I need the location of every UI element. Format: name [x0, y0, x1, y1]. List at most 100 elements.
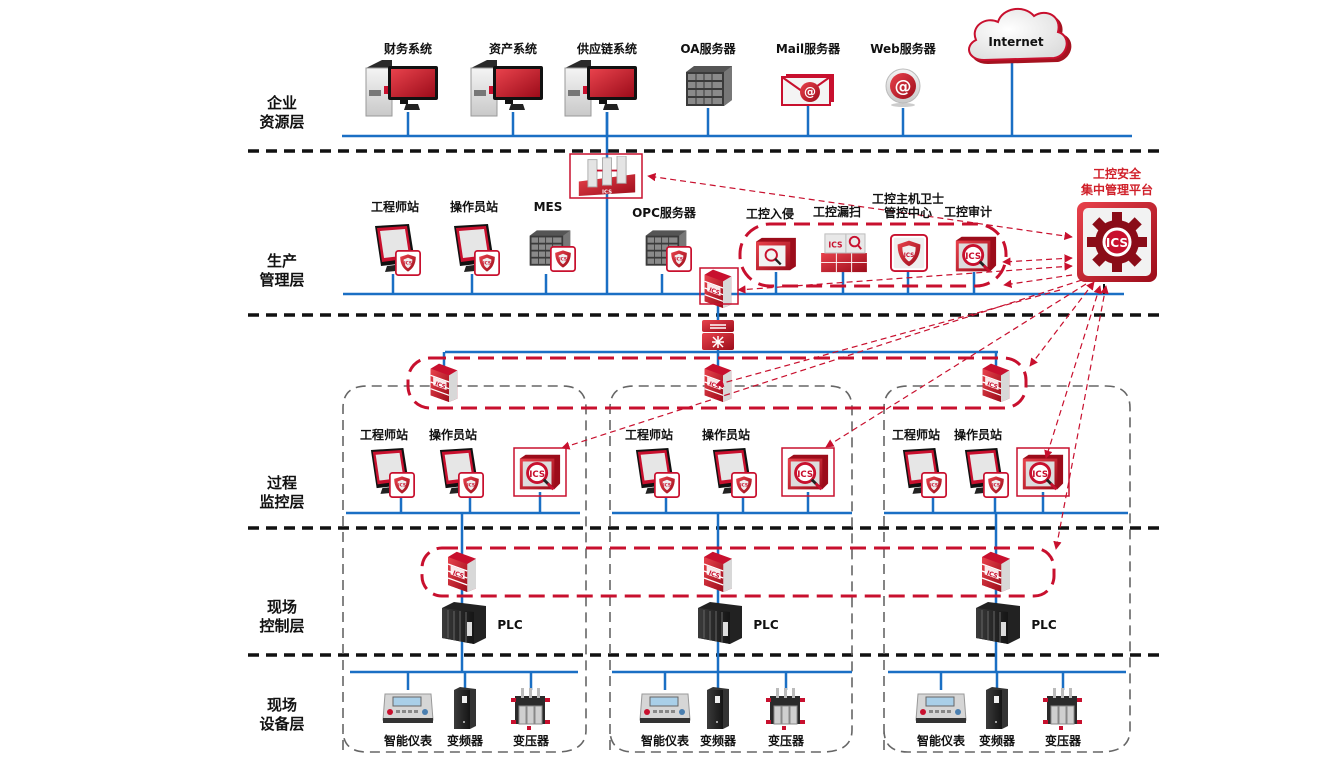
station-label: 工程师站 [359, 428, 409, 442]
layer-label-enterprise: 企业资源层 [242, 94, 322, 132]
device-label: 变频器 [978, 734, 1016, 748]
ics-shield-badge-icon [474, 250, 500, 276]
management-link-arrow [737, 262, 1073, 294]
intrusion-detection-icon [754, 236, 798, 272]
host-guard-icon [890, 234, 928, 272]
computer-server-icon [365, 59, 439, 117]
ics-shield-badge-icon [983, 472, 1009, 498]
layer-label-control: 现场控制层 [242, 598, 322, 636]
ics-shield-badge-icon [395, 250, 421, 276]
station-label: 操作员站 [953, 428, 1003, 442]
layer-label-process: 过程监控层 [242, 474, 322, 512]
device-label: 智能仪表 [916, 734, 966, 748]
layer-label-line: 资源层 [259, 113, 305, 131]
station-label: 操作员站 [701, 428, 751, 442]
enterprise-node-label: Mail服务器 [775, 42, 841, 56]
plc-icon [697, 601, 743, 644]
station-label: 操作员站 [428, 428, 478, 442]
management-link-arrow [1053, 285, 1109, 550]
platform-badge-text: ICS [1106, 236, 1128, 250]
audit-frame [781, 447, 835, 497]
layer-label-line: 现场 [266, 696, 297, 714]
core-switch-icon [701, 319, 735, 351]
ics-audit-icon [786, 453, 830, 491]
smart-meter-icon [382, 693, 434, 724]
layer-dividers [248, 149, 1160, 657]
ics-firewall-icon [429, 362, 459, 402]
transformer-icon [1042, 687, 1083, 730]
management-link-arrow [1003, 274, 1073, 289]
transformer-icon [765, 687, 806, 730]
management-link-arrow [825, 283, 1087, 448]
layer-label-line: 过程 [266, 474, 297, 492]
ics-firewall-icon [447, 551, 477, 592]
management-links [561, 172, 1109, 550]
ics-firewall-icon [704, 362, 732, 402]
ics-audit-icon [1021, 453, 1065, 491]
plc-label: PLC [1031, 618, 1057, 632]
enterprise-node-label: 供应链系统 [576, 42, 638, 56]
production-node-label: MES [533, 200, 563, 214]
boundary-firewall-frame [569, 153, 643, 199]
zone-3-outline [883, 385, 1131, 753]
enterprise-node-label: 资产系统 [488, 42, 538, 56]
web-at-icon [885, 68, 921, 108]
ics-firewall-icon [703, 551, 733, 592]
frequency-converter-icon [986, 687, 1008, 729]
security-tool-label: 工控主机卫士管控中心 [872, 192, 944, 220]
device-label: 变频器 [446, 734, 484, 748]
production-node-label: 操作员站 [449, 200, 499, 214]
layer-label-line: 管理层 [259, 271, 305, 289]
enterprise-node-label: Web服务器 [870, 42, 936, 56]
device-label: 变压器 [1044, 734, 1082, 748]
layer-label-production: 生产管理层 [242, 252, 322, 290]
frequency-converter-icon [707, 687, 729, 729]
plc-label: PLC [753, 618, 779, 632]
layer-label-line: 控制层 [259, 617, 305, 635]
management-link-arrow [561, 279, 1083, 450]
ics-shield-badge-icon [666, 246, 692, 272]
layer-label-line: 监控层 [259, 493, 305, 511]
security-tool-label: 工控漏扫 [812, 205, 862, 219]
layer-label-line: 企业 [266, 94, 297, 112]
ics-shield-badge-icon [921, 472, 947, 498]
vulnerability-scan-icon [820, 232, 868, 274]
ics-shield-badge-icon [389, 472, 415, 498]
frequency-converter-icon [454, 687, 476, 729]
computer-server-icon [470, 59, 544, 117]
ics-shield-badge-icon [550, 246, 576, 272]
smart-meter-icon [639, 693, 691, 724]
production-node-label: OPC服务器 [632, 206, 696, 220]
enterprise-node-label: OA服务器 [680, 42, 736, 56]
ics-shield-badge-icon [731, 472, 757, 498]
rack-server-icon [685, 65, 733, 107]
ics-firewall-icon [981, 551, 1011, 592]
security-tool-label: 工控入侵 [745, 207, 795, 221]
management-link-arrow [1002, 254, 1073, 266]
internet-label: Internet [988, 35, 1044, 49]
device-label: 变频器 [699, 734, 737, 748]
mail-icon [781, 73, 835, 106]
ics-shield-badge-icon [458, 472, 484, 498]
layer-label-line: 现场 [266, 598, 297, 616]
device-label: 智能仪表 [640, 734, 690, 748]
plc-label: PLC [497, 618, 523, 632]
security-tool-label-line: 管控中心 [883, 206, 933, 220]
ics-audit-icon [518, 453, 562, 491]
device-label: 智能仪表 [383, 734, 433, 748]
ics-shield-badge-icon [654, 472, 680, 498]
enterprise-node-label: 财务系统 [383, 42, 433, 56]
management-link-arrow [1044, 285, 1102, 459]
layer-label-device: 现场设备层 [242, 696, 322, 734]
audit-frame [513, 447, 567, 497]
station-label: 工程师站 [891, 428, 941, 442]
plc-icon [441, 601, 487, 644]
layer-label-line: 生产 [266, 252, 297, 270]
computer-server-icon [564, 59, 638, 117]
smart-meter-icon [915, 693, 967, 724]
device-label: 变压器 [512, 734, 550, 748]
production-node-label: 工程师站 [370, 200, 420, 214]
zone-firewall-group-outline [406, 356, 1028, 410]
layer-label-line: 设备层 [259, 715, 305, 733]
